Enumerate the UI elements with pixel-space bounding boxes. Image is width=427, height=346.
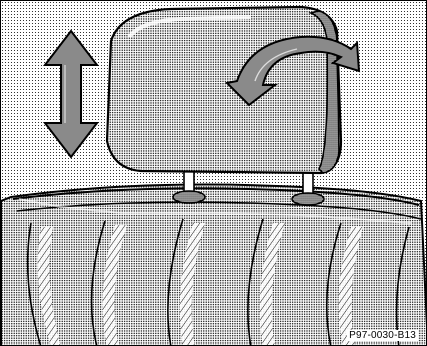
figure-code: P97-0030-B13 [347, 330, 418, 341]
headrest [107, 7, 341, 173]
seat-back [1, 185, 427, 346]
